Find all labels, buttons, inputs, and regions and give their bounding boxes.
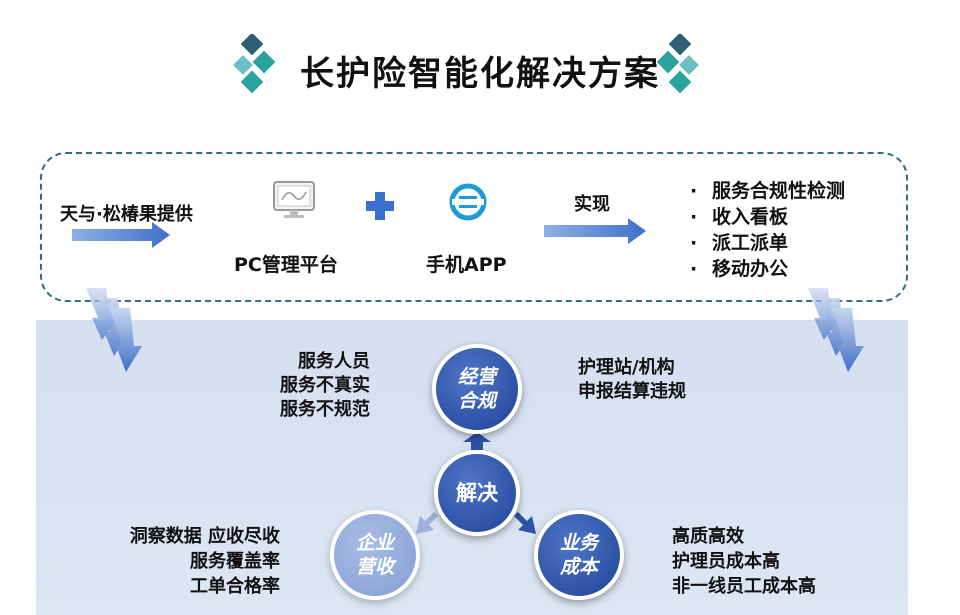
- node-business-cost: 业务 成本: [534, 510, 624, 600]
- down-arrows-right-icon: [808, 288, 864, 372]
- list-item: ·移动办公: [690, 258, 789, 280]
- list-item: ·服务合规性检测: [690, 180, 846, 202]
- node-enterprise-revenue: 企业 营收: [330, 510, 420, 600]
- arrow-up-icon: [463, 432, 491, 450]
- arrow-right-down-icon: [514, 512, 536, 534]
- plus-icon: [366, 192, 394, 220]
- feature-list: ·服务合规性检测 ·收入看板 ·派工派单 ·移动办公: [690, 178, 845, 282]
- page-title: 长护险智能化解决方案: [300, 54, 660, 94]
- list-item: ·收入看板: [690, 206, 789, 228]
- label-group-top-right: 护理站/机构 申报结算违规: [578, 357, 686, 402]
- title-diamond-left-icon: [233, 34, 276, 94]
- node-label: 企业 营收: [355, 532, 394, 578]
- title-diamond-right-icon: [656, 34, 699, 94]
- realize-arrow-icon: [544, 218, 646, 244]
- label-group-bottom-left: 洞察数据 应收尽收 服务覆盖率 工单合格率: [129, 526, 280, 597]
- label-group-bottom-right: 高质高效 护理员成本高 非一线员工成本高: [672, 526, 816, 597]
- node-solution-center: 解决: [434, 450, 520, 536]
- process-box: [40, 152, 908, 302]
- list-item: ·派工派单: [690, 232, 789, 254]
- label-group-top-left: 服务人员 服务不真实 服务不规范: [280, 351, 370, 420]
- down-arrows-left-icon: [86, 288, 142, 372]
- realize-label: 实现: [574, 194, 610, 215]
- arrow-left-down-icon: [416, 512, 438, 534]
- node-business-compliance: 经营 合规: [432, 344, 522, 434]
- node-label: 经营 合规: [457, 366, 496, 412]
- provider-arrow-icon: [72, 222, 170, 248]
- monitor-icon: [273, 181, 315, 218]
- pc-platform-label: PC管理平台: [234, 254, 338, 276]
- node-label: 解决: [456, 481, 498, 505]
- mobile-app-label: 手机APP: [426, 254, 507, 276]
- mobile-app-icon: [449, 183, 487, 221]
- provider-label: 天与·松椿果提供: [60, 204, 193, 225]
- node-label: 业务 成本: [559, 532, 598, 578]
